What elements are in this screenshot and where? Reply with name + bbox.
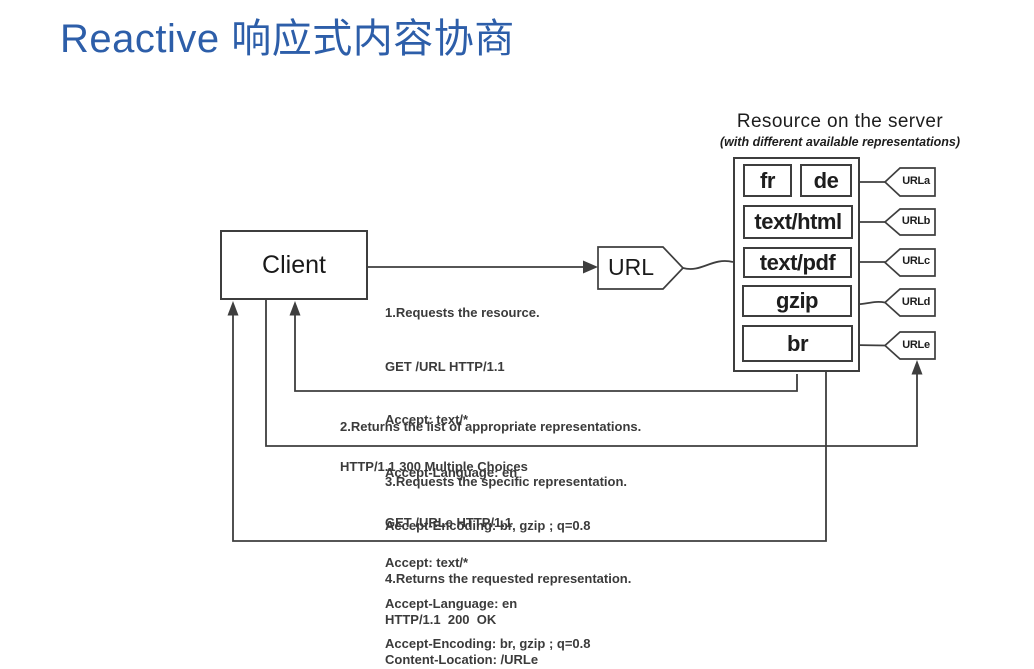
step-3-request-specific: 3.Requests the specific representation. … [385,448,627,669]
requests-specific-line [265,300,918,447]
url-tag-urla: URLa [902,175,930,187]
urlb-tag-shape [883,208,936,236]
server-heading: Resource on the server [736,111,944,132]
returns-representation-line [232,314,827,542]
url-to-server-link [682,260,734,270]
step-3-line: Accept: text/* [385,555,469,570]
step-2-line: HTTP/1.1 300 Multiple Choices [340,459,528,475]
step-2-line: 2.Returns the list of appropriate repres… [340,418,642,434]
step-4-returns-representation: 4.Returns the requested representation. … [385,545,631,669]
returns-list-arrowhead-icon [289,301,301,316]
url-tag-urld: URLd [901,296,931,308]
step-4-line: HTTP/1.1 200 OK [385,611,497,627]
step-3-line: 3.Requests the specific representation. [385,474,628,489]
urld-tag-shape [883,288,936,317]
representation-box-gzip: gzip [742,285,852,317]
returns-list-line [294,314,798,392]
server-subheading: (with different available representation… [719,135,961,149]
representation-box-fr: fr [743,164,792,197]
step-4-line: 4.Returns the requested representation. [385,571,632,586]
step-2-returns-list: 2.Returns the list of appropriate repres… [340,393,641,500]
url-tag-urle: URLe [902,339,930,351]
representation-box-br: br [742,325,853,362]
page-title: Reactive 响应式内容协商 [60,17,515,61]
request-resource-arrowhead-icon [583,260,598,274]
requests-specific-arrowhead-icon [911,360,923,375]
representation-box-textpdf: text/pdf [743,247,852,278]
step-3-line: GET /URLe HTTP/1.1 [385,514,513,530]
step-1-line: GET /URL HTTP/1.1 [385,358,505,374]
server-resource-container: fr de text/html text/pdf gzip br [733,157,860,372]
step-1-request-resource: 1.Requests the resource. GET /URL HTTP/1… [385,269,591,570]
client-node: Client [220,230,368,300]
urla-tag-shape [883,167,936,197]
url-node-shape [597,246,685,290]
url-node-label: URL [607,254,654,280]
urle-tag-shape [883,331,936,360]
representation-box-texthtml: text/html [743,205,853,239]
returns-representation-arrowhead-icon [227,301,239,316]
step-1-line: Accept: text/* [385,411,469,427]
url-tag-urlc: URLc [902,255,930,267]
step-4-line: Content-Location: /URLe [385,652,539,667]
step-1-line: Accept-Language: en [385,464,518,480]
step-3-line: Accept-Encoding: br, gzip ; q=0.8 [385,636,591,651]
step-3-line: Accept-Language: en [385,595,518,611]
url-tag-urlb: URLb [901,215,931,227]
step-1-line: 1.Requests the resource. [385,305,540,321]
urlc-tag-shape [883,248,936,277]
step-1-line: Accept-Encoding: br, gzip ; q=0.8 [385,517,591,533]
representation-box-de: de [800,164,852,197]
